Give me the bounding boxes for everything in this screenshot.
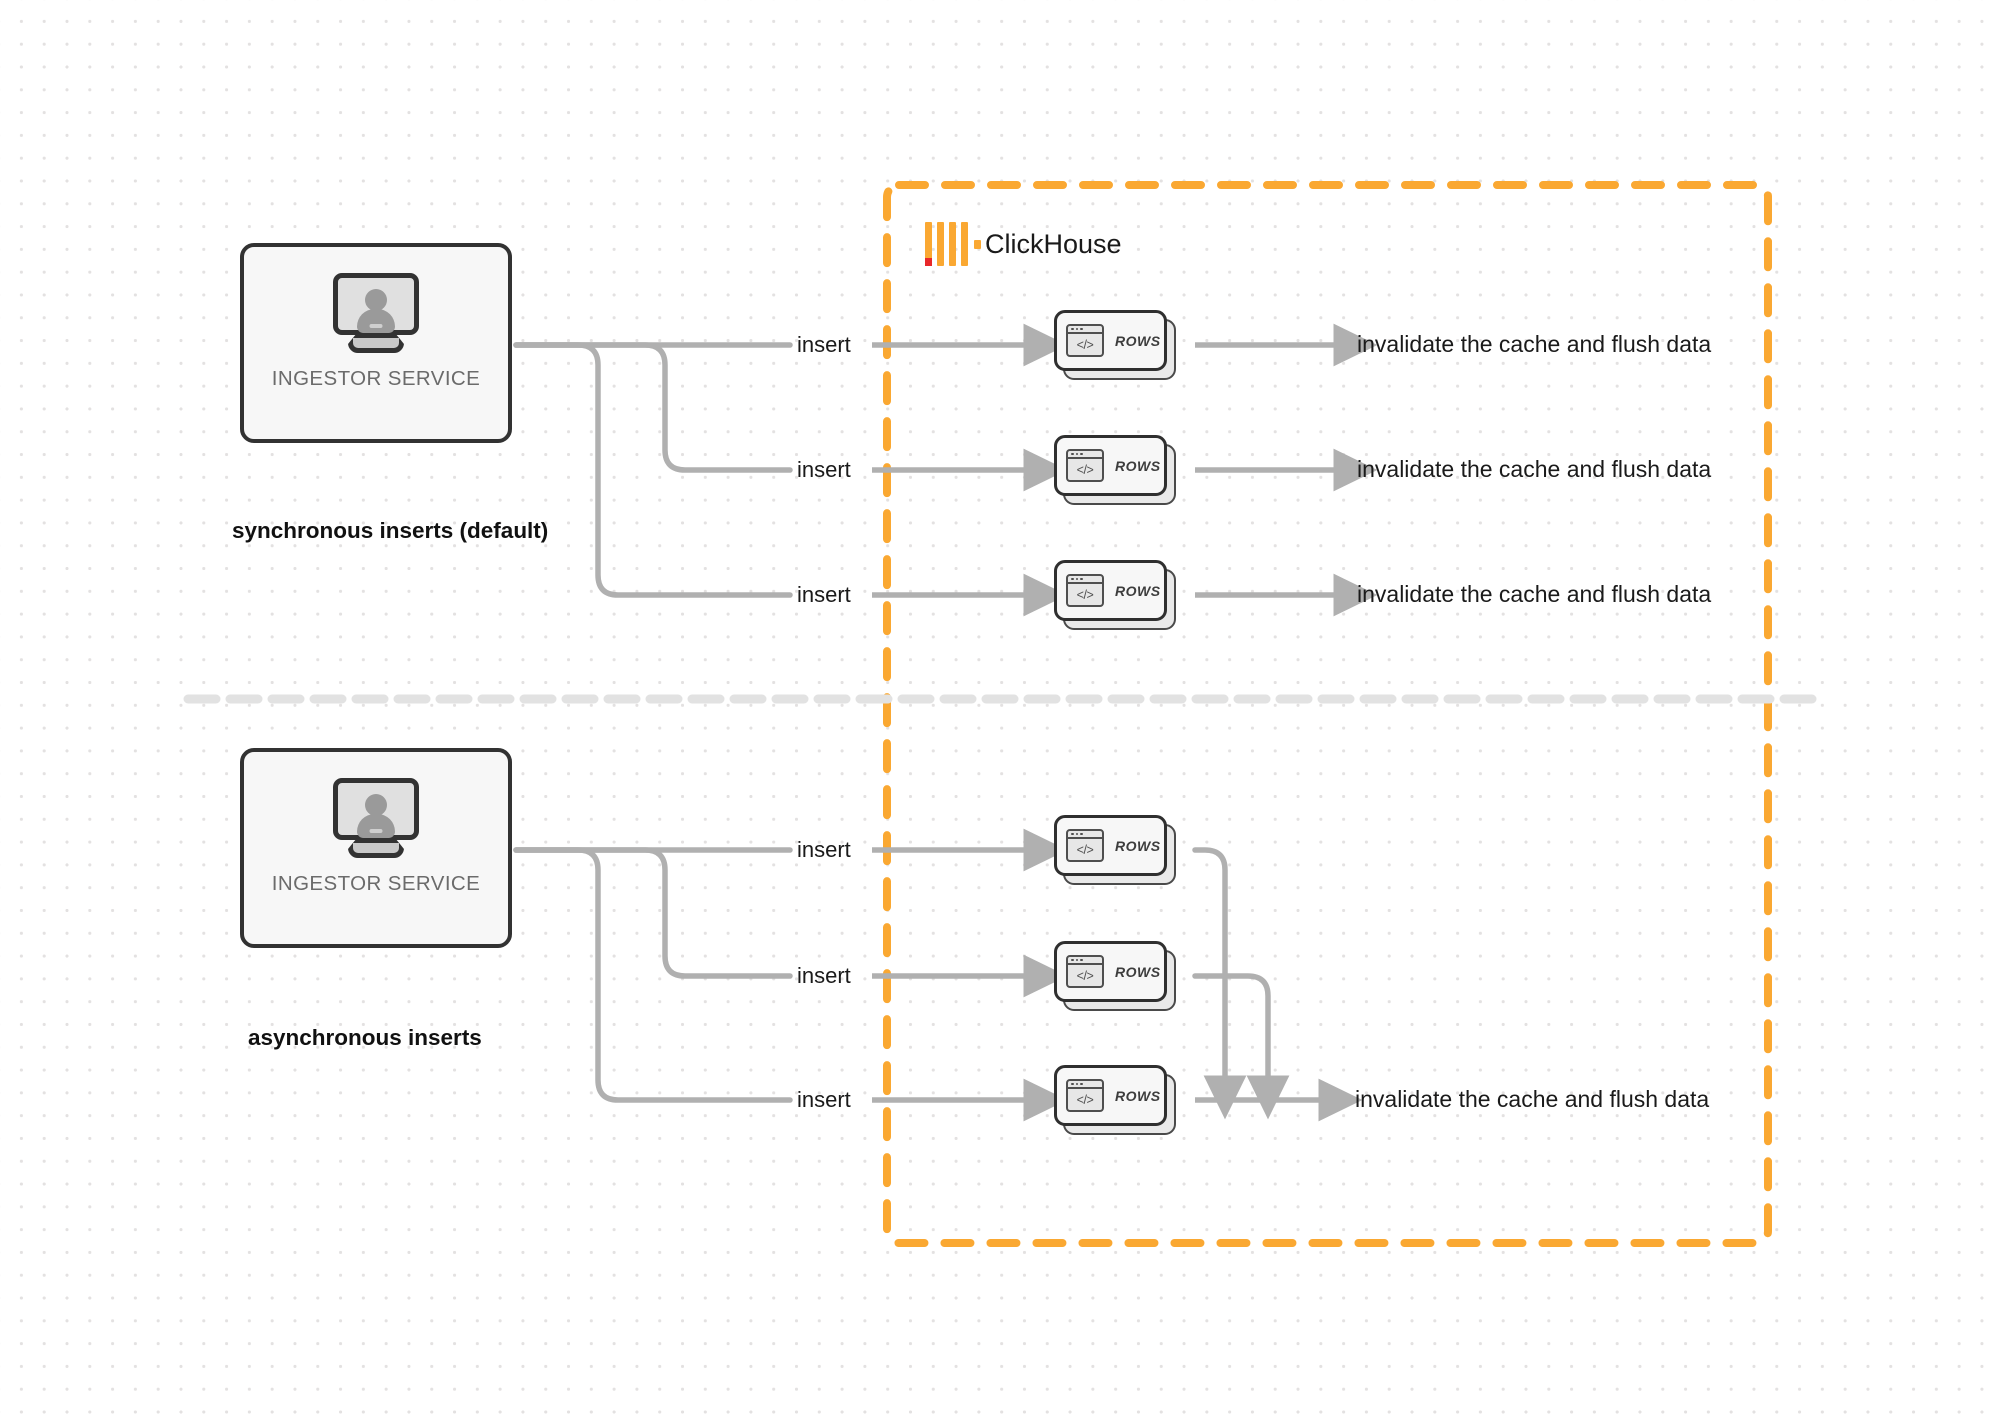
output-label-flush-async: invalidate the cache and flush data xyxy=(1355,1086,1710,1112)
rows-node-label: ROWS xyxy=(1115,582,1161,599)
rows-node-sync-2[interactable]: </> ROWS xyxy=(1054,435,1176,505)
sidebar-item-ingestor-service-async[interactable]: INGESTOR SERVICE xyxy=(240,748,512,948)
rows-node-label: ROWS xyxy=(1115,457,1161,474)
edge-label-insert-async-1: insert xyxy=(797,837,851,862)
clickhouse-logo-icon xyxy=(925,222,981,266)
clickhouse-brand-label: ClickHouse xyxy=(985,228,1122,259)
rows-node-sync-1[interactable]: </> ROWS xyxy=(1054,310,1176,380)
section-caption-asynchronous: asynchronous inserts xyxy=(248,1025,482,1050)
sidebar-item-ingestor-service-sync[interactable]: INGESTOR SERVICE xyxy=(240,243,512,443)
section-caption-synchronous: synchronous inserts (default) xyxy=(232,518,549,543)
rows-node-label: ROWS xyxy=(1115,332,1161,349)
edge-async-merge-1 xyxy=(1192,847,1247,1120)
code-window-icon: </> xyxy=(1066,1079,1104,1112)
monitor-user-icon xyxy=(333,778,419,858)
output-label-flush-sync-1: invalidate the cache and flush data xyxy=(1357,331,1712,357)
edge-sync-trunk-2 xyxy=(513,342,793,473)
rows-node-async-3[interactable]: </> ROWS xyxy=(1054,1065,1176,1135)
output-label-flush-sync-3: invalidate the cache and flush data xyxy=(1357,581,1712,607)
code-window-icon: </> xyxy=(1066,574,1104,607)
monitor-user-icon xyxy=(333,273,419,353)
code-window-icon: </> xyxy=(1066,449,1104,482)
rows-node-sync-3[interactable]: </> ROWS xyxy=(1054,560,1176,630)
code-window-icon: </> xyxy=(1066,955,1104,988)
code-window-icon: </> xyxy=(1066,324,1104,357)
edge-async-trunk-3 xyxy=(513,847,793,1103)
edge-label-insert-sync-2: insert xyxy=(797,457,851,482)
rows-node-label: ROWS xyxy=(1115,1087,1161,1104)
edge-async-trunk-2 xyxy=(513,847,793,979)
code-window-icon: </> xyxy=(1066,829,1104,862)
edge-sync-trunk-3 xyxy=(513,342,793,598)
rows-node-label: ROWS xyxy=(1115,837,1161,854)
ingestor-service-label-sync: INGESTOR SERVICE xyxy=(271,367,481,390)
edge-label-insert-sync-3: insert xyxy=(797,582,851,607)
edge-async-merge-2 xyxy=(1192,973,1290,1120)
rows-node-async-2[interactable]: </> ROWS xyxy=(1054,941,1176,1011)
clickhouse-brand: ClickHouse xyxy=(925,222,1122,266)
ingestor-service-label-async: INGESTOR SERVICE xyxy=(271,872,481,895)
edge-label-insert-async-3: insert xyxy=(797,1087,851,1112)
edge-label-insert-async-2: insert xyxy=(797,963,851,988)
edge-label-insert-sync-1: insert xyxy=(797,332,851,357)
output-label-flush-sync-2: invalidate the cache and flush data xyxy=(1357,456,1712,482)
rows-node-async-1[interactable]: </> ROWS xyxy=(1054,815,1176,885)
rows-node-label: ROWS xyxy=(1115,963,1161,980)
